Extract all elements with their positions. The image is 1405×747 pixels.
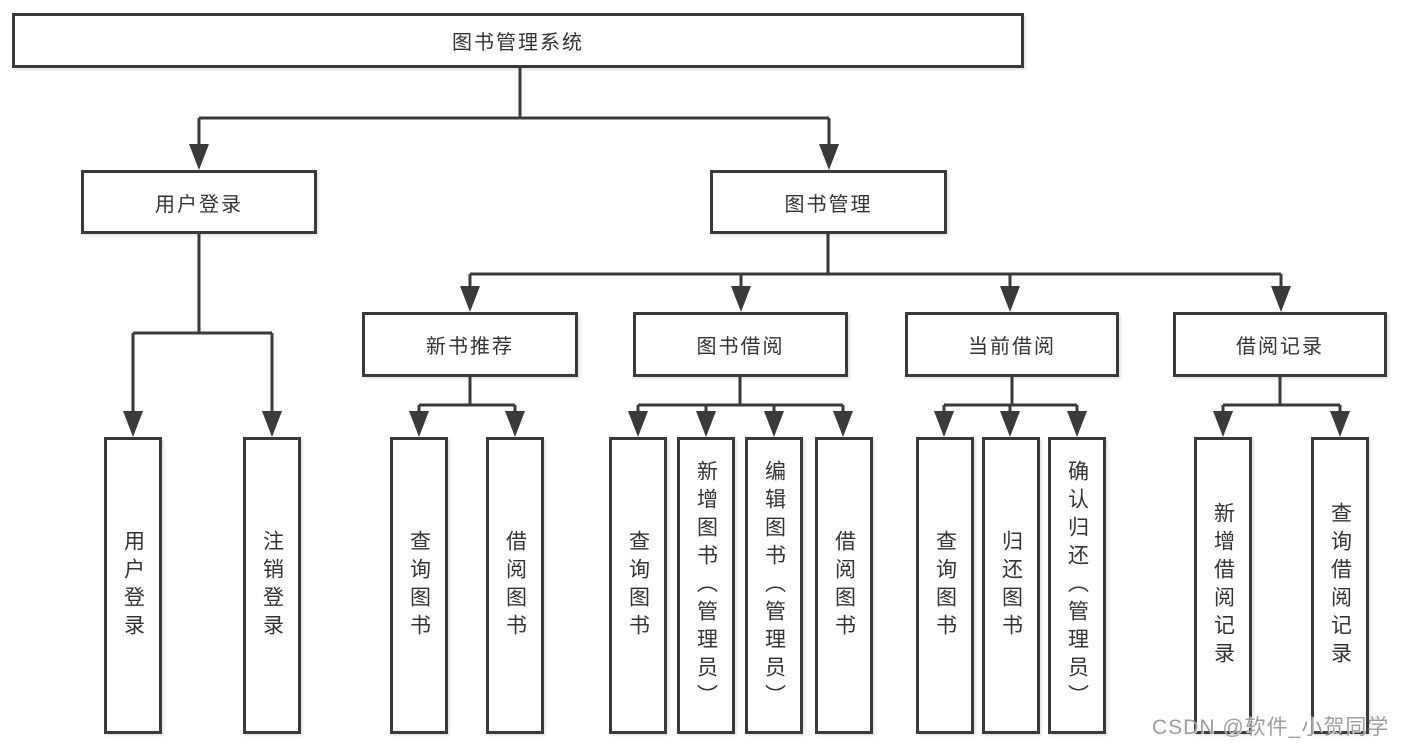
node-borrow-records-label: 借阅记录	[1236, 336, 1324, 358]
node-user-login-label: 用户登录	[155, 193, 243, 216]
node-root-label: 图书管理系统	[452, 32, 584, 54]
leaf-borrow-query-books-label: 查询图书	[626, 529, 650, 642]
leaf-logout-label: 注销登录	[260, 529, 284, 642]
node-current-borrow: 当前借阅	[905, 312, 1119, 377]
arrowheads	[123, 144, 1350, 437]
leaf-newbook-query-books-label: 查询图书	[407, 529, 431, 642]
node-book-borrow: 图书借阅	[633, 312, 848, 377]
node-book-management: 图书管理	[710, 170, 947, 234]
leaf-current-query-books-label: 查询图书	[933, 529, 957, 642]
node-user-login: 用户登录	[81, 170, 317, 234]
leaf-return-book: 归还图书	[982, 437, 1040, 734]
node-book-borrow-label: 图书借阅	[696, 336, 785, 358]
leaf-edit-book-admin: 编辑图书（管理员）	[745, 437, 803, 734]
leaf-logout: 注销登录	[243, 437, 301, 734]
node-book-management-label: 图书管理	[784, 193, 873, 216]
leaf-add-borrow-record-label: 新增借阅记录	[1211, 501, 1235, 670]
leaf-query-borrow-record-label: 查询借阅记录	[1328, 501, 1352, 670]
leaf-borrow-books-label: 借阅图书	[832, 529, 856, 642]
leaf-confirm-return-admin: 确认归还（管理员）	[1048, 437, 1106, 734]
leaf-newbook-query-books: 查询图书	[390, 437, 448, 734]
node-new-book-recommend-label: 新书推荐	[426, 336, 514, 358]
connector-paths	[131, 68, 1342, 415]
leaf-borrow-books: 借阅图书	[815, 437, 873, 734]
watermark: CSDN @软件_小贺同学	[1152, 716, 1390, 739]
leaf-user-login: 用户登录	[104, 437, 162, 734]
leaf-return-book-label: 归还图书	[999, 529, 1023, 642]
leaf-current-query-books: 查询图书	[916, 437, 974, 734]
node-current-borrow-label: 当前借阅	[968, 336, 1056, 358]
leaf-query-borrow-record: 查询借阅记录	[1311, 437, 1369, 734]
node-root: 图书管理系统	[12, 13, 1024, 68]
leaf-add-book-admin: 新增图书（管理员）	[677, 437, 735, 734]
leaf-confirm-return-admin-label: 确认归还（管理员）	[1065, 459, 1089, 712]
leaf-borrow-query-books: 查询图书	[609, 437, 667, 734]
leaf-add-borrow-record: 新增借阅记录	[1194, 437, 1252, 734]
leaf-edit-book-admin-label: 编辑图书（管理员）	[762, 459, 786, 712]
leaf-newbook-borrow-books: 借阅图书	[486, 437, 544, 734]
leaf-newbook-borrow-books-label: 借阅图书	[503, 529, 527, 642]
node-new-book-recommend: 新书推荐	[362, 312, 578, 377]
node-borrow-records: 借阅记录	[1173, 312, 1387, 377]
leaf-add-book-admin-label: 新增图书（管理员）	[694, 459, 718, 712]
leaf-user-login-label: 用户登录	[121, 529, 145, 642]
